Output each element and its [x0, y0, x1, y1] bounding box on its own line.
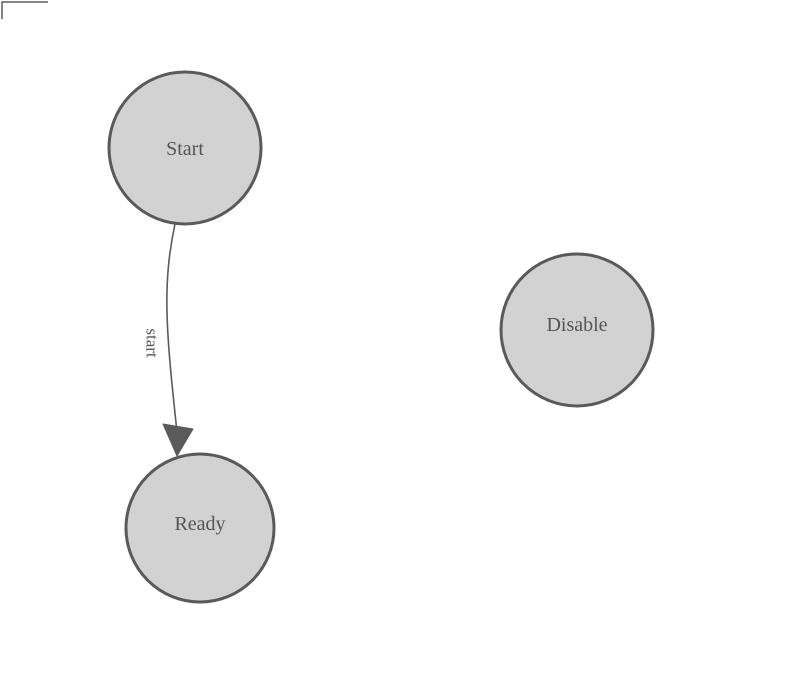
node-disable-label: Disable	[546, 314, 607, 336]
node-start[interactable]: Start	[107, 70, 263, 226]
edge-path-start-to-ready	[166, 223, 178, 433]
node-disable[interactable]: Disable	[499, 252, 655, 408]
node-disable-circle	[499, 252, 655, 408]
node-start-label: Start	[166, 138, 204, 160]
edge-label-start: start	[143, 328, 162, 358]
node-ready-circle	[124, 452, 276, 604]
arrowhead-icon	[162, 423, 194, 457]
canvas-corner-bracket-icon	[1, 1, 48, 19]
edge-start-to-ready[interactable]: start	[143, 223, 194, 457]
node-start-circle	[107, 70, 263, 226]
node-ready[interactable]: Ready	[124, 452, 276, 604]
node-ready-label: Ready	[174, 513, 225, 535]
